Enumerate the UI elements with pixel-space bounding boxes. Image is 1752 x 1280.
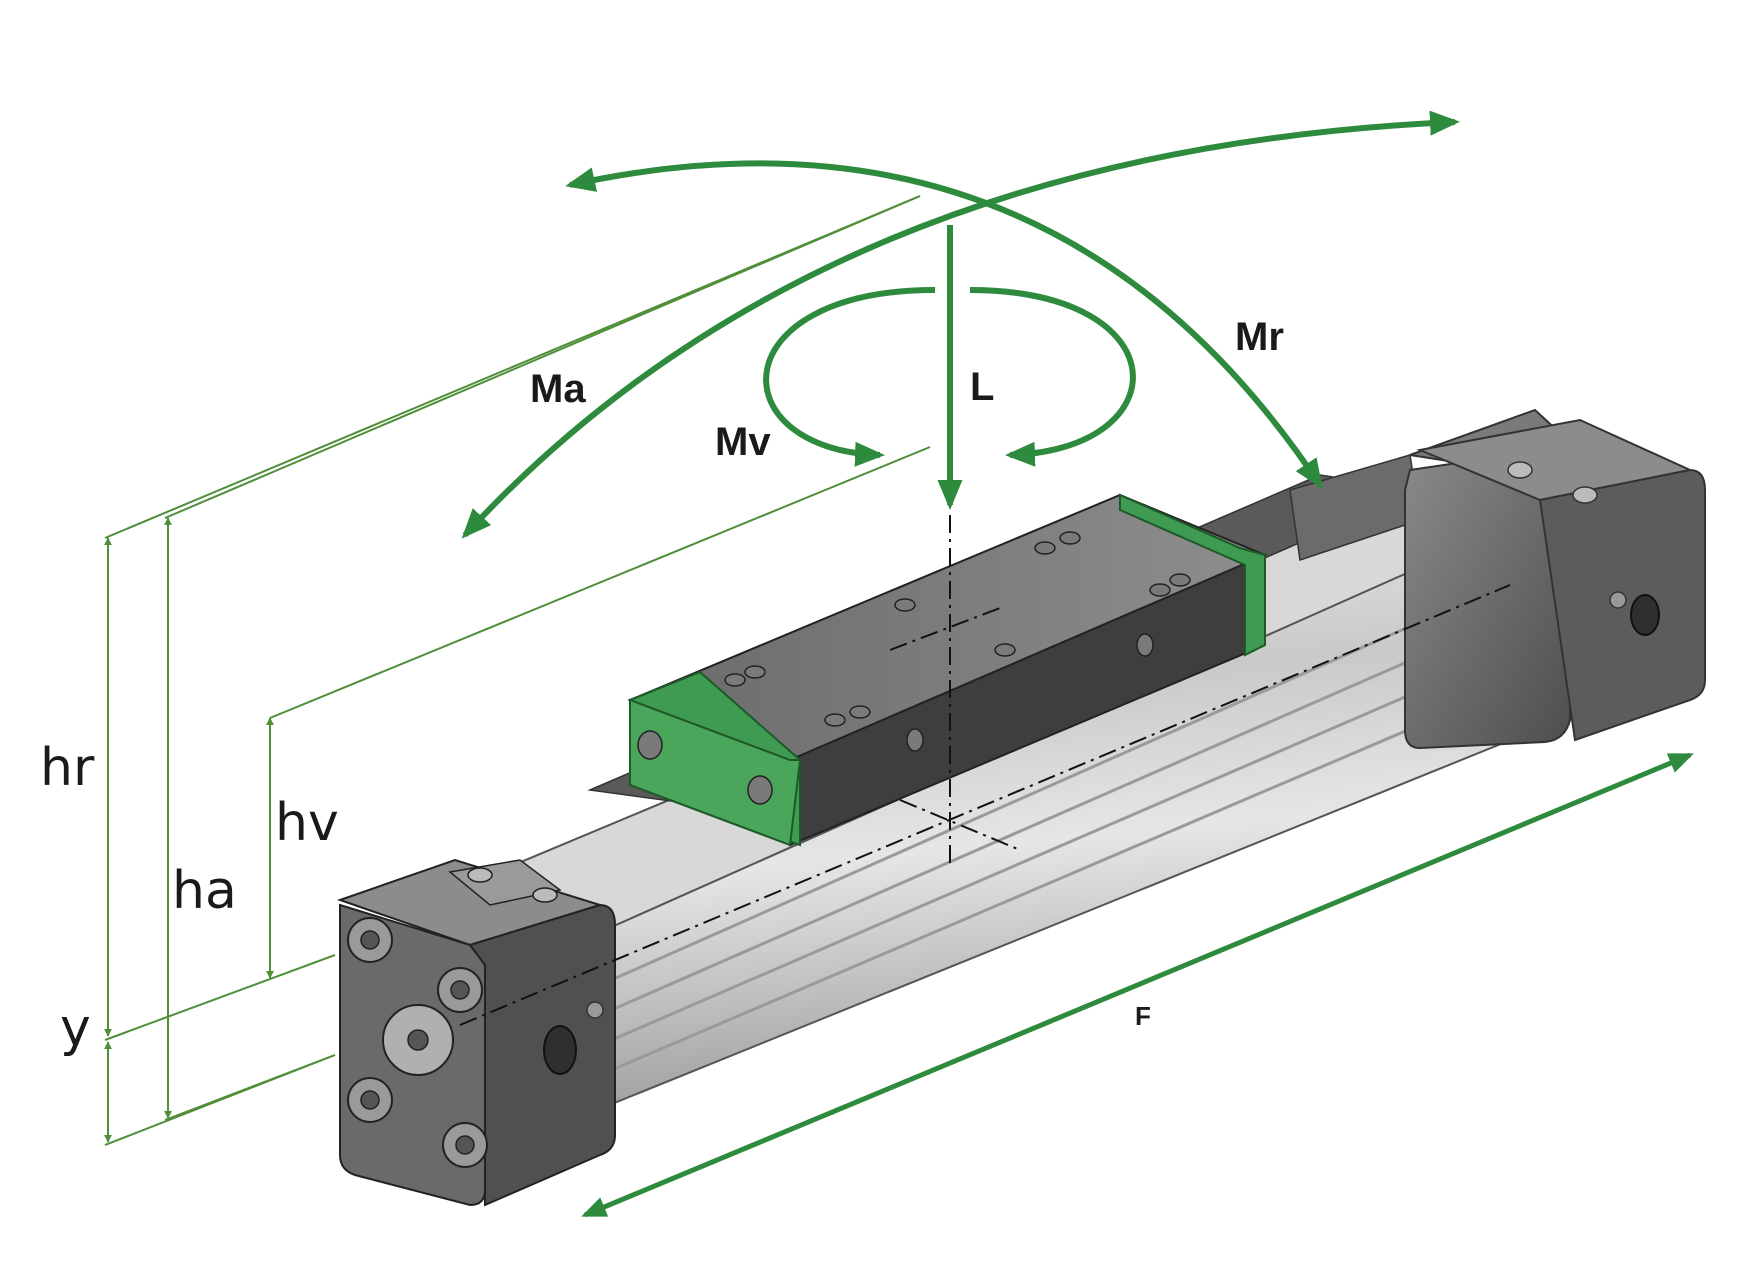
moment-ma-arrow [461, 110, 1460, 539]
label-y: y [60, 998, 91, 1058]
far-end-cap [1404, 408, 1706, 750]
label-ha: ha [172, 861, 237, 921]
force-f-arrow [581, 752, 1694, 1218]
actuator-body [336, 408, 1706, 1207]
label-mv: Mv [715, 420, 771, 464]
front-end-cap [336, 858, 616, 1207]
label-l: L [970, 365, 994, 409]
moment-mv-arrow [763, 287, 936, 467]
load-arrows [461, 110, 1460, 539]
label-mr: Mr [1235, 315, 1284, 359]
label-f: F [1135, 1001, 1151, 1031]
moment-mr-arrow [565, 160, 1323, 490]
label-hr: hr [40, 738, 95, 798]
label-ma: Ma [530, 367, 586, 411]
label-hv: hv [275, 793, 339, 853]
